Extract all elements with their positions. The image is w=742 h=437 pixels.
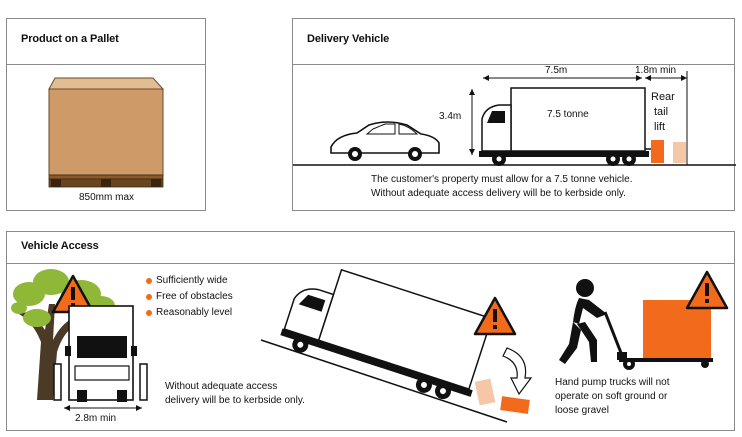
pump-truck-load-box xyxy=(643,300,711,358)
delivery-panel: Delivery Vehicle xyxy=(292,18,736,211)
delivery-note-line-2: Without adequate access delivery will be… xyxy=(371,188,626,199)
delivery-illustration xyxy=(293,71,736,166)
truck-icon xyxy=(479,87,651,166)
access-panel-title: Vehicle Access xyxy=(21,240,99,252)
person-icon xyxy=(559,279,607,364)
car-icon xyxy=(330,121,440,161)
pallet-box-illustration xyxy=(48,77,165,188)
pallet-panel-title: Product on a Pallet xyxy=(21,33,119,45)
tail-lift-label-2: tail xyxy=(654,106,669,118)
slope-ground xyxy=(260,339,508,423)
kerbside-line-1: Without adequate access xyxy=(165,381,278,392)
post-left xyxy=(53,363,62,401)
pallet-block xyxy=(151,179,161,187)
truck-label: 7.5 tonne xyxy=(547,109,589,120)
tail-lift-dim-label: 1.8m min xyxy=(635,65,677,76)
pump-note-line-2: operate on soft ground or xyxy=(555,391,668,402)
tail-lift-label-1: Rear xyxy=(651,91,675,103)
pallet-panel-header: Product on a Pallet xyxy=(7,19,205,65)
access-illustration xyxy=(11,268,729,423)
tail-lift-box-orange xyxy=(651,140,664,163)
curved-arrow-icon xyxy=(502,347,533,396)
access-panel: Vehicle Access xyxy=(6,231,735,431)
tail-lift-label-3: lift xyxy=(654,121,665,133)
height-label: 3.4m xyxy=(439,111,462,122)
delivery-note-line-1: The customer's property must allow for a… xyxy=(371,174,633,185)
delivery-panel-header: Delivery Vehicle xyxy=(293,19,734,65)
pallet-block xyxy=(51,179,61,187)
access-panel-header: Vehicle Access xyxy=(7,232,734,264)
van-front-icon xyxy=(65,305,137,402)
pallet-truck-icon xyxy=(603,311,713,370)
bullet-sufficiently-wide: Sufficiently wide xyxy=(156,275,228,286)
box-top xyxy=(48,77,165,90)
tail-lift-box-light xyxy=(673,142,686,163)
falling-box-light xyxy=(474,378,496,406)
kerbside-line-2: delivery will be to kerbside only. xyxy=(165,395,305,406)
delivery-panel-title: Delivery Vehicle xyxy=(307,33,390,45)
pallet-panel: Product on a Pallet 850mm max xyxy=(6,18,206,211)
pallet-caption: 850mm max xyxy=(79,192,135,203)
pump-note-line-1: Hand pump trucks will not xyxy=(555,377,670,388)
fallen-box-orange xyxy=(500,396,530,414)
bullet-free-of-obstacles: Free of obstacles xyxy=(156,291,233,302)
pallet-top-board xyxy=(48,174,164,180)
bullet-reasonably-level: Reasonably level xyxy=(156,307,233,318)
warning-icon xyxy=(685,270,729,310)
bullet-dot xyxy=(146,294,152,300)
pallet-block xyxy=(101,179,111,187)
box-front xyxy=(48,88,164,176)
post-right xyxy=(139,363,148,401)
pump-note-line-3: loose gravel xyxy=(555,405,609,416)
bullet-dot xyxy=(146,310,152,316)
truck-icon xyxy=(280,268,493,400)
bullet-dot xyxy=(146,278,152,284)
length-label: 7.5m xyxy=(545,65,568,76)
warning-icon xyxy=(473,296,517,336)
width-label: 2.8m min xyxy=(75,413,117,424)
